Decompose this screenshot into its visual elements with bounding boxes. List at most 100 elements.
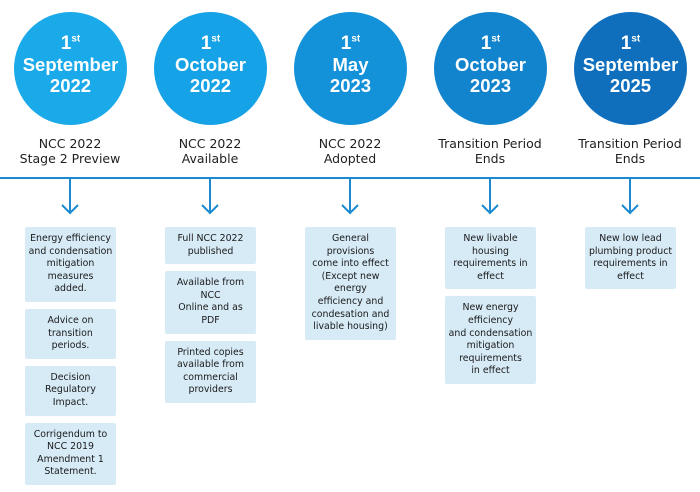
date-day: 1st [294,34,407,54]
down-arrow-icon [201,178,219,215]
day-suffix: st [351,33,361,45]
day-suffix: st [211,33,221,45]
note-line: Available from NCC [176,277,245,301]
date-day: 1st [14,34,127,54]
note-line: come into effect [312,258,389,270]
note-line: available from [176,359,245,371]
down-arrow-icon [621,178,639,215]
date-year: 2023 [469,75,512,96]
date-day: 1st [434,34,547,54]
event-label-line: Adopted [323,151,377,166]
date-month: May [332,54,369,75]
down-arrow-icon [61,178,79,215]
note-line: Online and as PDF [178,302,243,326]
note-line: mitigation measures [46,258,95,282]
note-line: requirements in [453,258,528,270]
note-line: Corrigendum to [33,428,108,440]
note-line: mitigation [466,340,515,352]
note-line: New low lead [599,233,662,244]
note-line: and condensation [28,245,113,257]
note-line: and condensation [448,327,533,339]
down-arrow-icon [341,178,359,215]
note-line: Impact. [52,396,89,408]
note-line: Advice on [47,314,94,326]
date-day: 1st [574,34,687,54]
event-label-line: Ends [614,151,646,166]
note-line: condesation and [311,308,390,320]
event-label-line: Stage 2 Preview [19,151,121,166]
day-number: 1 [200,33,212,54]
date-year: 2022 [189,75,232,96]
down-arrow-icon [481,178,499,215]
note-line: effect [477,270,504,282]
note-line: (Except new energy [321,270,380,295]
day-number: 1 [620,33,632,54]
day-number: 1 [340,33,352,54]
day-suffix: st [631,33,641,45]
note-line: New livable housing [463,233,518,257]
event-label-line: NCC 2022 [178,136,242,151]
event-label-line: NCC 2022 [318,136,382,151]
note-line: Decision Regulatory [45,371,96,396]
note-line: added. [54,283,87,295]
date-year: 2023 [329,75,372,96]
date-month: September [22,54,119,75]
day-number: 1 [60,33,72,54]
event-label-line: NCC 2022 [38,136,102,151]
note-line: Statement. [44,466,97,478]
date-year: 2025 [609,75,652,96]
note-line: Printed copies [177,346,244,358]
note-line: in effect [471,365,510,377]
note-line: commercial providers [183,371,238,396]
note-line: livable housing) [313,321,388,333]
note-line: NCC 2019 [47,441,94,453]
date-month: September [582,54,679,75]
note-line: published [187,245,234,257]
event-label-line: Ends [474,151,506,166]
note-line: Energy efficiency [30,233,111,244]
note-line: Amendment 1 [37,453,104,465]
note-line: New energy efficiency [462,302,519,326]
note-line: efficiency and [317,295,384,307]
note-line: requirements in effect [593,258,668,282]
date-month: October [455,54,526,75]
date-day: 1st [154,34,267,54]
event-label-line: Transition Period [578,136,682,151]
day-suffix: st [491,33,501,45]
note-line: transition periods. [48,327,93,352]
note-line: Full NCC 2022 [177,233,244,244]
day-suffix: st [71,33,81,45]
note-line: requirements [459,352,522,364]
date-year: 2022 [49,75,92,96]
note-line: plumbing product [588,245,673,257]
day-number: 1 [480,33,492,54]
date-month: October [175,54,246,75]
event-label-line: Transition Period [438,136,542,151]
